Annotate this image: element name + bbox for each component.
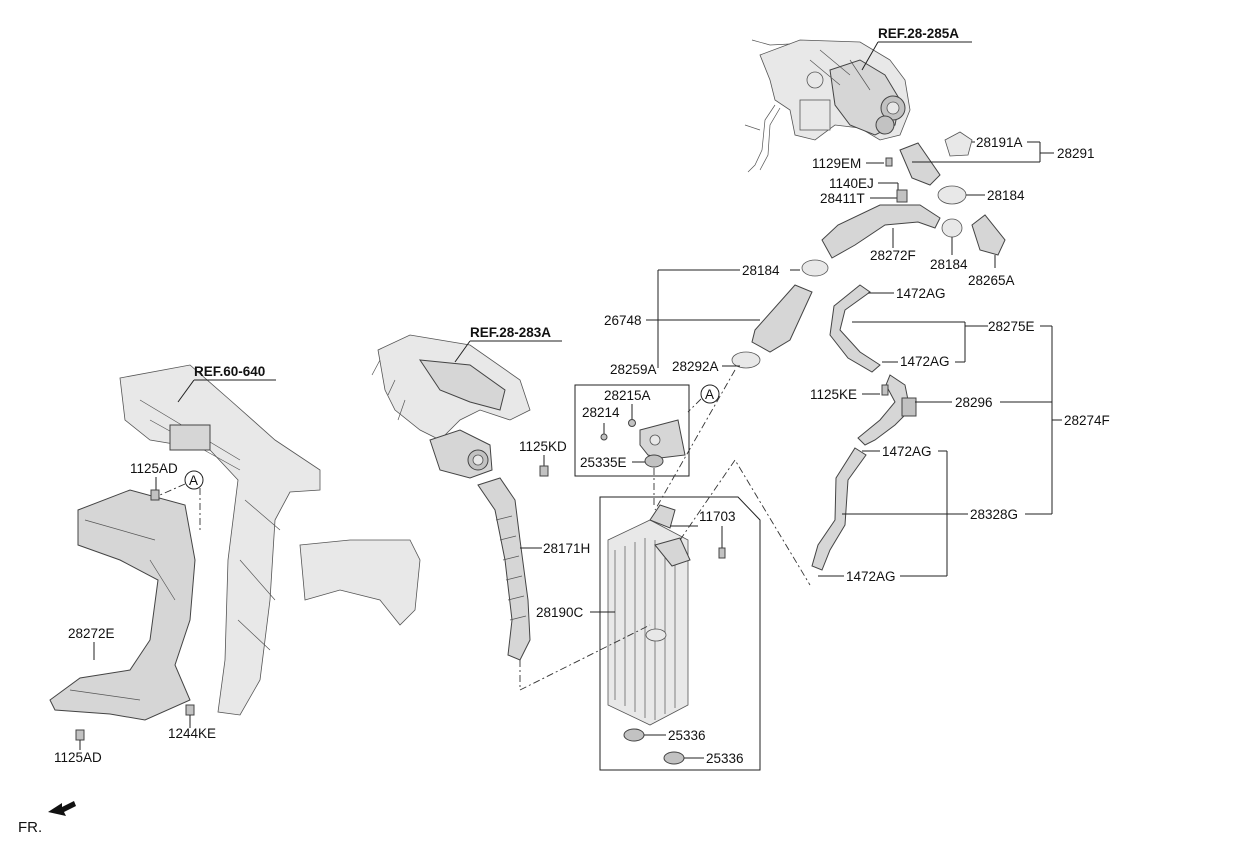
- nut-28214: [600, 433, 608, 441]
- intake-manifold-assembly: [371, 334, 531, 479]
- label-28265a: 28265A: [968, 273, 1015, 288]
- label-28292a: 28292A: [672, 359, 719, 374]
- label-1472ag-3: 1472AG: [882, 444, 932, 459]
- bolt-1125ad-bottom: [75, 729, 85, 741]
- label-1125ad-bottom: 1125AD: [54, 750, 102, 765]
- bracket-28259a: [639, 419, 686, 459]
- callout-a-left: [184, 470, 204, 490]
- label-25336-b: 25336: [706, 751, 744, 766]
- label-28184-left: 28184: [742, 263, 780, 278]
- gasket-28191a: [944, 131, 973, 157]
- mount-25336-b: [663, 751, 685, 765]
- hose-28265a: [971, 214, 1006, 256]
- front-end-module: [119, 364, 421, 716]
- nut-28215a: [628, 419, 636, 427]
- clamp-28184-left: [801, 259, 829, 277]
- label-28215a: 28215A: [604, 388, 651, 403]
- mount-25336-a: [623, 728, 645, 742]
- label-1129em: 1129EM: [812, 156, 861, 171]
- label-28214: 28214: [582, 405, 620, 420]
- label-1125ad-top: 1125AD: [130, 461, 178, 476]
- callout-a-right-label: A: [705, 387, 714, 402]
- label-28259a: 28259A: [610, 362, 657, 377]
- ref-60-640-label: REF.60-640: [194, 364, 265, 379]
- intercooler-group-outline: [599, 496, 761, 771]
- hose-28171h: [477, 477, 531, 661]
- intake-pipe-26748: [751, 284, 813, 353]
- label-28171h: 28171H: [543, 541, 590, 556]
- label-28190c: 28190C: [536, 605, 584, 620]
- hose-28328g: [811, 447, 867, 571]
- bolt-1129em: [885, 157, 893, 167]
- label-28272f: 28272F: [870, 248, 916, 263]
- bolt-11703: [718, 547, 726, 559]
- label-28411t: 28411T: [820, 191, 865, 206]
- label-1472ag-1: 1472AG: [896, 286, 946, 301]
- clamp-28292a: [731, 351, 761, 369]
- ref-28-285a-label: REF.28-285A: [878, 26, 959, 41]
- air-guide-28272e: [49, 489, 196, 721]
- label-26748: 26748: [604, 313, 642, 328]
- label-28275e: 28275E: [988, 319, 1035, 334]
- callout-a-left-label: A: [189, 473, 198, 488]
- clamp-28184-middle: [941, 218, 963, 238]
- label-28328g: 28328G: [970, 507, 1018, 522]
- label-1125kd: 1125KD: [519, 439, 567, 454]
- front-direction-label: FR.: [18, 819, 42, 836]
- label-1472ag-2: 1472AG: [900, 354, 950, 369]
- outlet-pipe-28291: [899, 142, 941, 186]
- label-28296: 28296: [955, 395, 993, 410]
- bolt-1244ke: [185, 704, 195, 716]
- bracket-group-box: [574, 384, 690, 477]
- sensor-28411t: [896, 189, 908, 203]
- label-1125ke: 1125KE: [810, 387, 857, 402]
- clamp-28184-upper: [937, 185, 967, 205]
- bolt-1125ke: [881, 384, 889, 396]
- hose-28272f: [821, 204, 941, 259]
- bolt-1125kd: [539, 465, 549, 477]
- label-1472ag-4: 1472AG: [846, 569, 896, 584]
- label-1140ej: 1140EJ: [829, 176, 874, 191]
- label-28291: 28291: [1057, 146, 1095, 161]
- label-28184-upper: 28184: [987, 188, 1025, 203]
- label-11703: 11703: [699, 509, 736, 524]
- mount-25335e: [644, 454, 664, 468]
- front-arrow-icon: [48, 801, 76, 816]
- ref-28-283a-label: REF.28-283A: [470, 325, 551, 340]
- label-25335e: 25335E: [580, 455, 627, 470]
- label-1244ke: 1244KE: [168, 726, 216, 741]
- label-28191a: 28191A: [976, 135, 1023, 150]
- turbocharger-assembly: [744, 39, 911, 173]
- hose-28275e: [829, 284, 881, 373]
- label-28274f: 28274F: [1064, 413, 1110, 428]
- label-28272e: 28272E: [68, 626, 115, 641]
- bolt-1125ad-top: [150, 489, 160, 501]
- label-25336-a: 25336: [668, 728, 706, 743]
- callout-a-right: [700, 384, 720, 404]
- label-28184-middle: 28184: [930, 257, 968, 272]
